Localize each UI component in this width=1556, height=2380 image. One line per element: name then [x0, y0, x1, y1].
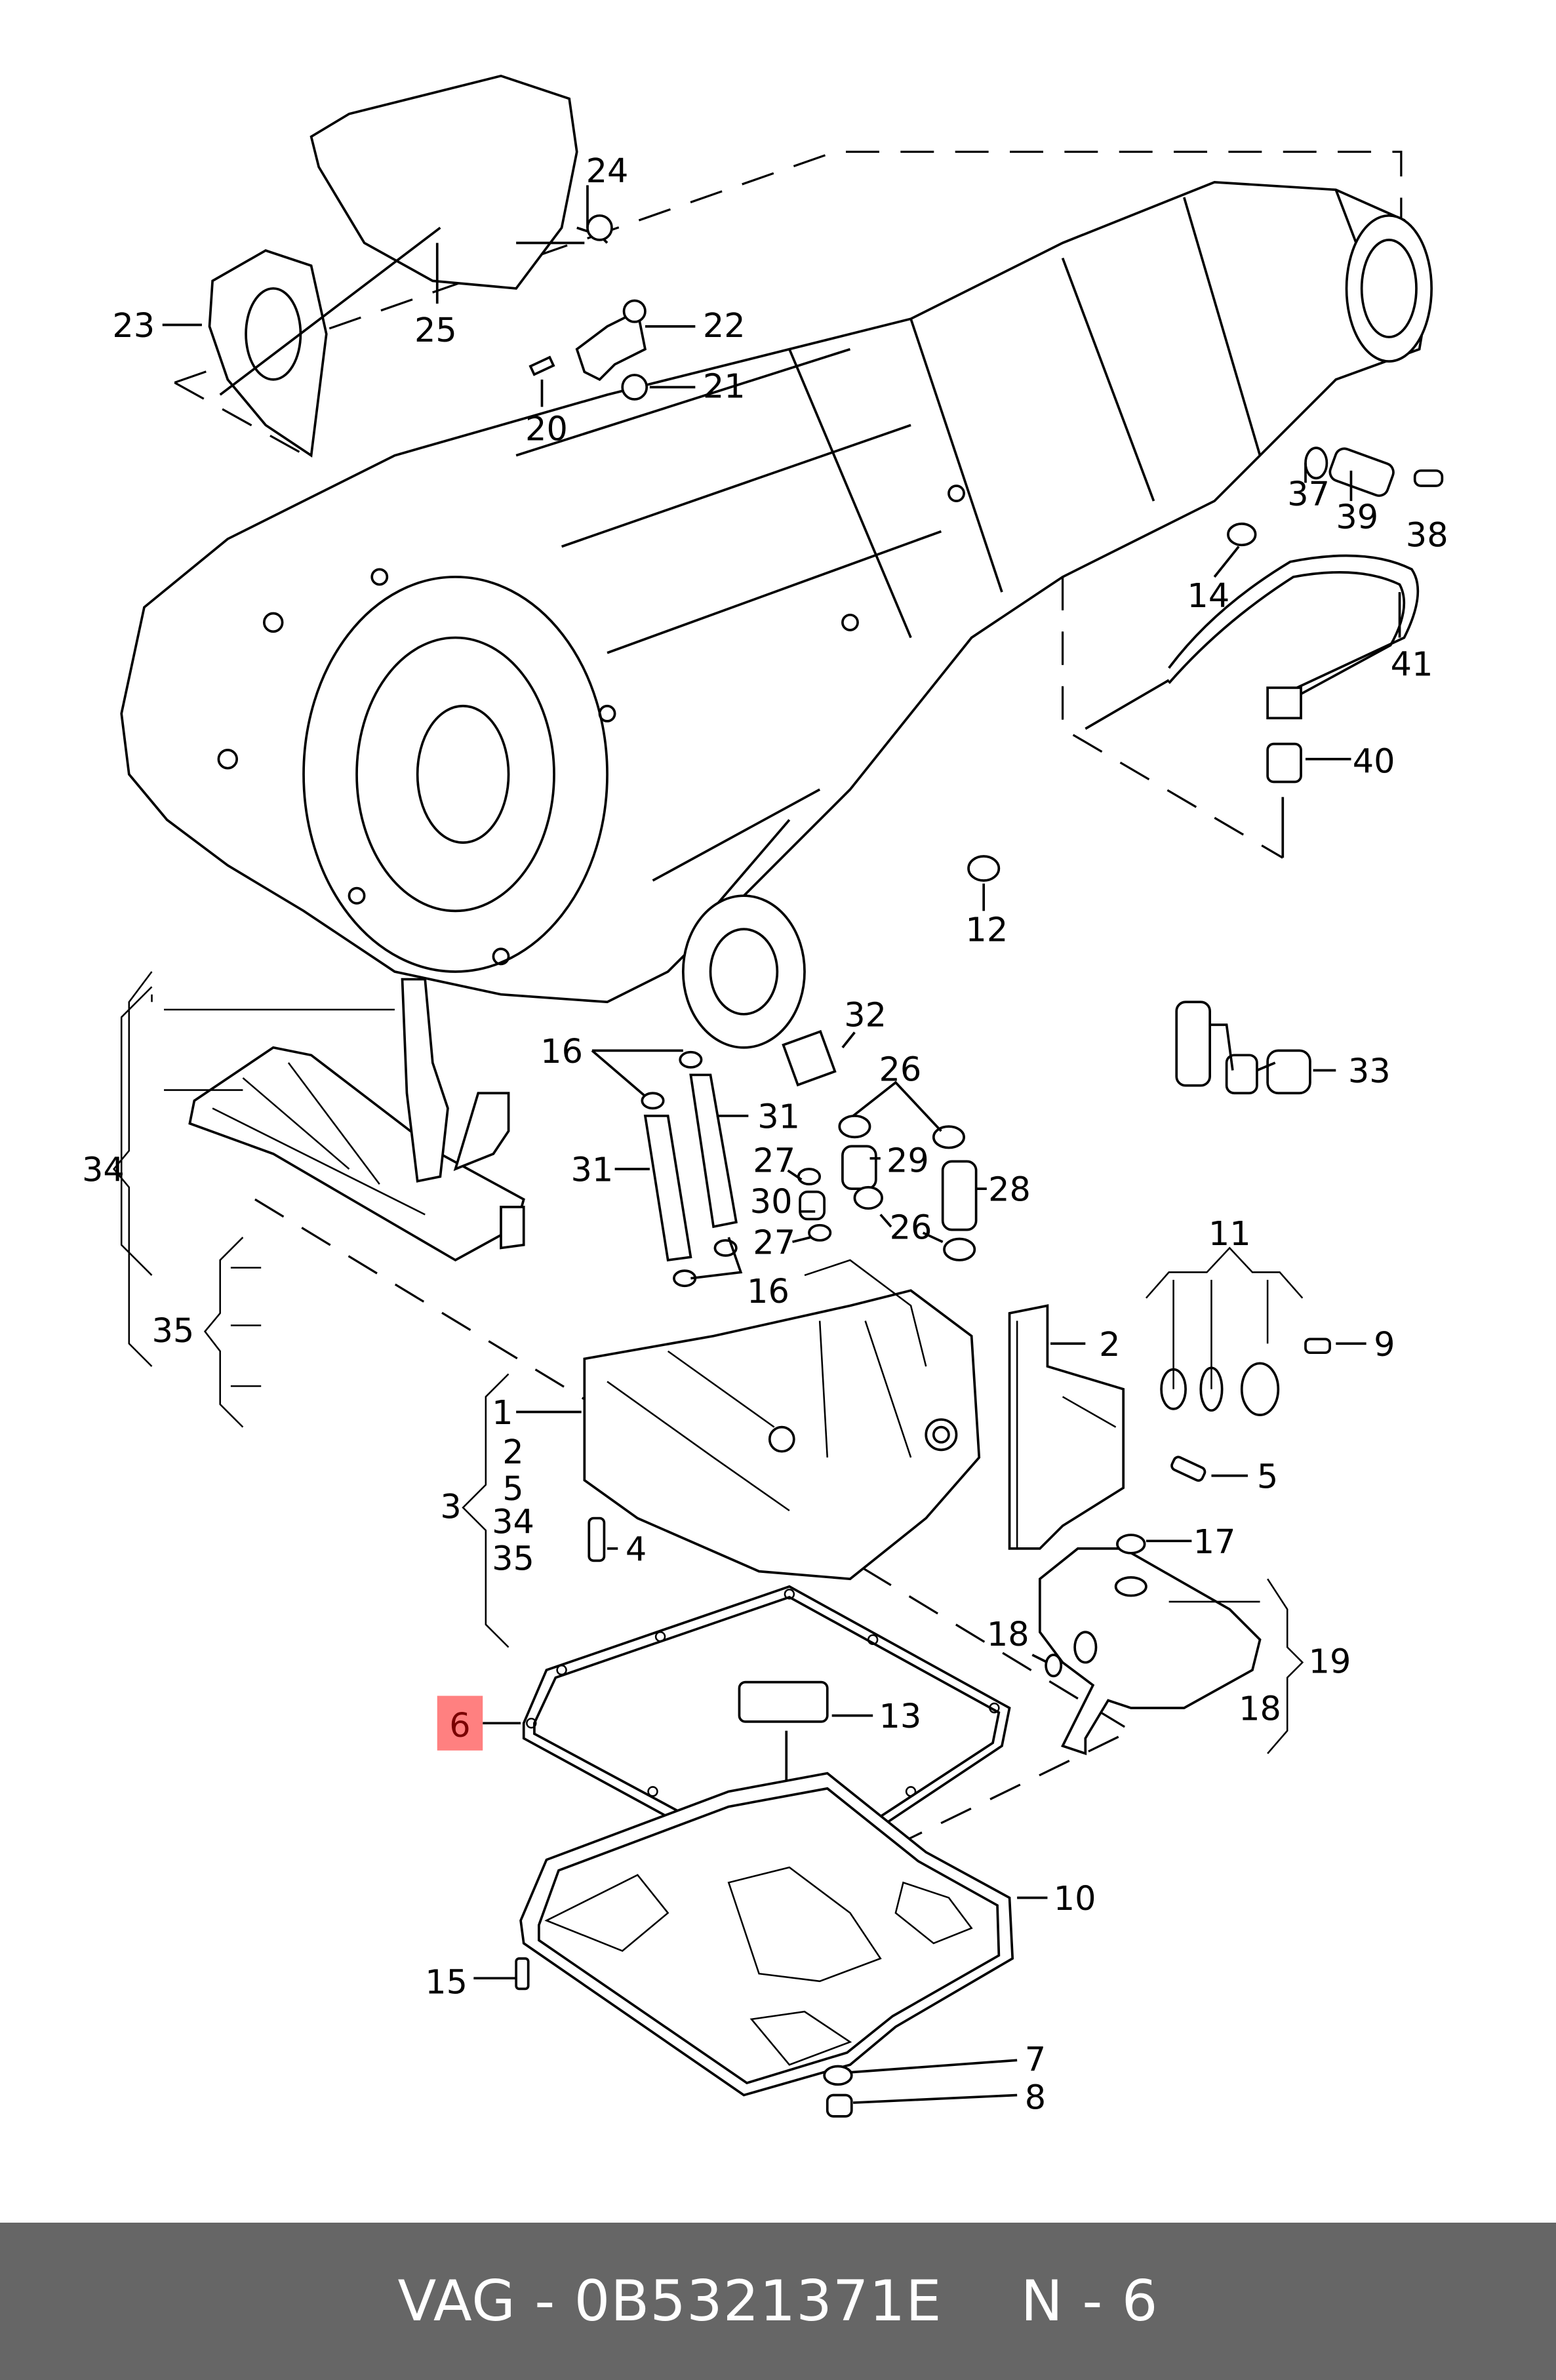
callout-28[interactable]: 28 — [988, 1171, 1031, 1210]
callout-31[interactable]: 31 — [757, 1098, 800, 1136]
callout-5[interactable]: 5 — [1257, 1458, 1278, 1496]
group3-item-35: 35 — [492, 1539, 534, 1578]
callout-18[interactable]: 18 — [1239, 1690, 1281, 1729]
callout-12[interactable]: 12 — [965, 911, 1008, 950]
callout-16[interactable]: 16 — [747, 1273, 789, 1311]
callout-39[interactable]: 39 — [1336, 498, 1378, 537]
gasket-bolt-holes — [526, 1589, 1000, 1865]
callout-9[interactable]: 9 — [1374, 1326, 1395, 1364]
brand-name: VAG — [397, 2269, 516, 2334]
callout-14[interactable]: 14 — [1187, 577, 1229, 616]
callout-33[interactable]: 33 — [1348, 1052, 1391, 1091]
exploded-parts-diagram: 2423252221203739381441401232163131262729… — [82, 74, 1448, 2118]
valve-body-group — [583, 1259, 1331, 1581]
bracket-22-group — [529, 299, 648, 401]
leader-lines — [112, 185, 1401, 2104]
callout-29[interactable]: 29 — [887, 1142, 929, 1181]
callout-1[interactable]: 1 — [492, 1394, 513, 1433]
callout-6[interactable]: 6 — [449, 1707, 470, 1745]
oil-pan-gasket-6 — [522, 1585, 1011, 1876]
callout-31[interactable]: 31 — [571, 1151, 614, 1190]
callout-40[interactable]: 40 — [1353, 743, 1395, 782]
callout-27[interactable]: 27 — [753, 1224, 795, 1263]
position-prefix: N — [1020, 2269, 1064, 2334]
sensor-harness-group — [1085, 446, 1444, 783]
callout-32[interactable]: 32 — [844, 996, 887, 1035]
callout-4[interactable]: 4 — [626, 1530, 647, 1569]
callout-35[interactable]: 35 — [152, 1312, 195, 1351]
pipe-group — [641, 1029, 978, 1288]
transmission-housing — [120, 180, 1433, 1049]
callout-27[interactable]: 27 — [753, 1142, 795, 1181]
callout-30[interactable]: 30 — [750, 1183, 793, 1221]
highlight-box — [437, 1696, 483, 1751]
callout-7[interactable]: 7 — [1025, 2040, 1046, 2079]
footer-bar: VAG - 0B5321371E N - 6 — [0, 2223, 1556, 2380]
callout-13[interactable]: 13 — [879, 1697, 921, 1736]
part-number: 0B5321371E — [574, 2269, 942, 2334]
callout-2[interactable]: 2 — [1099, 1326, 1120, 1364]
callout-15[interactable]: 15 — [425, 1963, 468, 2002]
callout-11[interactable]: 11 — [1208, 1215, 1251, 1254]
callout-34[interactable]: 34 — [82, 1151, 125, 1190]
mount-bracket-group — [208, 74, 613, 458]
oil-filter-19 — [1039, 1534, 1262, 1756]
callout-23[interactable]: 23 — [112, 307, 155, 346]
magnet-13-shape — [738, 1680, 829, 1723]
callout-16[interactable]: 16 — [540, 1033, 583, 1071]
separator: - — [534, 2269, 556, 2334]
callout-37[interactable]: 37 — [1287, 475, 1330, 514]
callout-25[interactable]: 25 — [414, 311, 457, 350]
callout-10[interactable]: 10 — [1054, 1880, 1096, 1918]
callout-38[interactable]: 38 — [1406, 517, 1448, 555]
callout-21[interactable]: 21 — [703, 368, 746, 407]
callout-22[interactable]: 22 — [703, 307, 746, 346]
group3-item-5: 5 — [502, 1470, 523, 1509]
conductor-rail-group — [120, 978, 525, 1276]
callout-24[interactable]: 24 — [586, 152, 629, 191]
position-separator: - — [1082, 2269, 1104, 2334]
position-number: 6 — [1121, 2269, 1159, 2334]
callout-18[interactable]: 18 — [987, 1616, 1029, 1654]
callout-26[interactable]: 26 — [890, 1209, 932, 1248]
callout-41[interactable]: 41 — [1391, 645, 1433, 684]
callout-19[interactable]: 19 — [1309, 1643, 1351, 1682]
callout-17[interactable]: 17 — [1193, 1523, 1236, 1562]
callout-26[interactable]: 26 — [879, 1051, 921, 1090]
group3-item-34: 34 — [492, 1503, 534, 1542]
plug-12-shape — [967, 855, 1001, 882]
connecting-pipe-33 — [1175, 1001, 1311, 1095]
group3-item-2: 2 — [502, 1433, 523, 1472]
callout-3[interactable]: 3 — [440, 1488, 461, 1527]
callout-20[interactable]: 20 — [525, 410, 568, 449]
oil-pan-10 — [515, 1772, 1014, 2118]
callout-8[interactable]: 8 — [1025, 2078, 1046, 2117]
